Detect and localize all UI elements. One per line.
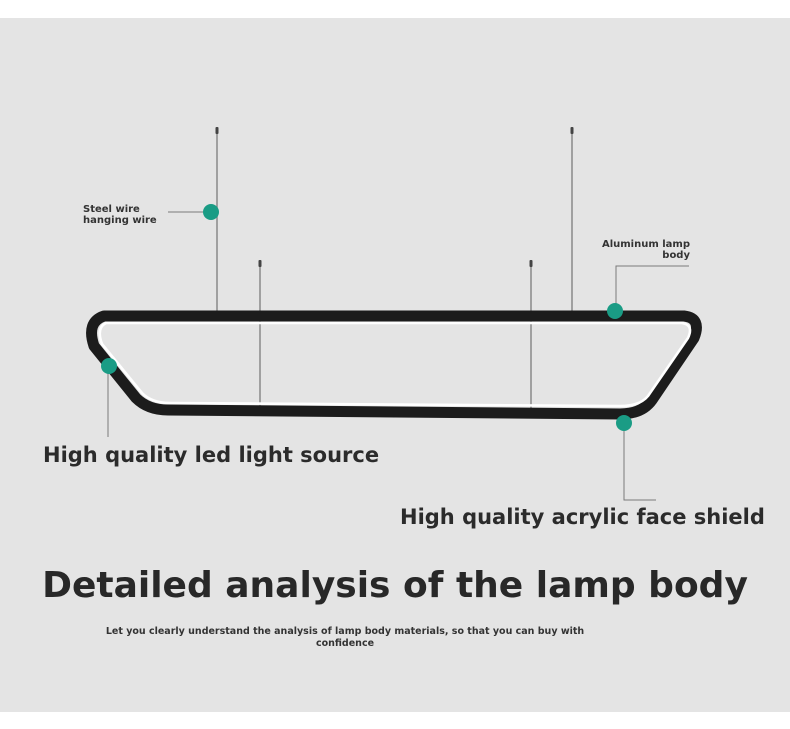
leader-lines (107, 211, 689, 501)
label-acrylic-shield: High quality acrylic face shield (400, 505, 765, 529)
label-steel-wire: Steel wire hanging wire (83, 204, 157, 226)
marker-aluminum-body-dot (607, 303, 623, 319)
image-panel (0, 18, 790, 712)
markers (101, 204, 632, 431)
page-subtitle: Let you clearly understand the analysis … (105, 626, 585, 649)
marker-led-source-dot (101, 358, 117, 374)
wire-cap (215, 127, 219, 134)
lamp-led-glow (98, 321, 692, 408)
wire-cap (258, 260, 262, 267)
lamp-frame-outer (86, 310, 702, 420)
wire-cap (529, 260, 533, 267)
wire-cap (570, 127, 574, 134)
marker-steel-wire-dot (203, 204, 219, 220)
wire-caps (215, 127, 574, 267)
page-title: Detailed analysis of the lamp body (42, 565, 748, 606)
leader-acrylic-shield (623, 428, 656, 501)
leader-aluminum-body (615, 265, 689, 306)
label-led-source: High quality led light source (43, 443, 380, 467)
marker-acrylic-shield-dot (616, 415, 632, 431)
suspension-wires (216, 132, 573, 408)
label-aluminum-body: Aluminum lamp body (601, 239, 690, 261)
